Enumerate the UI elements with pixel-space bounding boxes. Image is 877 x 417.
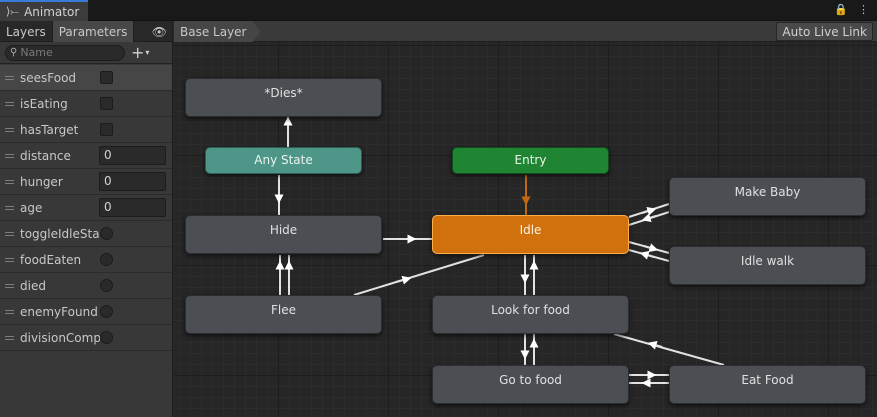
state-entry[interactable]: Entry [452, 147, 609, 174]
parameter-name: age [20, 200, 43, 215]
drag-handle-icon[interactable] [5, 153, 14, 158]
state-machine-graph[interactable]: Base Layer Auto Live Link *Dies* Any Sta… [174, 21, 877, 417]
parameter-row[interactable]: toggleIdleStat [0, 221, 172, 247]
parameter-name: isEating [20, 96, 68, 111]
trigger-radio[interactable] [100, 279, 113, 292]
lock-icon[interactable]: 🔒 [834, 3, 848, 16]
parameter-row[interactable]: died [0, 273, 172, 299]
parameter-name: seesFood [20, 70, 77, 85]
graph-toolbar: Base Layer Auto Live Link [174, 21, 877, 42]
state-idle-walk[interactable]: Idle walk [669, 246, 866, 285]
animator-window-tab[interactable]: ⟩⤚ Animator [0, 0, 88, 21]
float-value-field[interactable]: 0 [99, 198, 166, 217]
state-go-to-food[interactable]: Go to food [432, 365, 629, 404]
tab-layers[interactable]: Layers [0, 21, 53, 42]
parameter-name: enemyFound [20, 304, 98, 319]
state-make-baby[interactable]: Make Baby [669, 177, 866, 216]
tab-parameters[interactable]: Parameters [52, 21, 135, 42]
parameter-name: hunger [20, 174, 63, 189]
state-label: Idle [519, 223, 542, 237]
window-tab-bar: ⟩⤚ Animator 🔒 ⋮ [0, 0, 877, 21]
state-eat-food[interactable]: Eat Food [669, 365, 866, 404]
add-parameter-button[interactable]: + ▾ [131, 42, 150, 62]
parameter-list: seesFood isEating hasTarget distance 0 h… [0, 65, 172, 351]
drag-handle-icon[interactable] [5, 101, 14, 106]
drag-handle-icon[interactable] [5, 205, 14, 210]
left-panel-tabs: Layers Parameters 👁 [0, 21, 172, 42]
plus-icon: + [131, 42, 145, 62]
parameter-row[interactable]: hunger 0 [0, 169, 172, 195]
parameter-row[interactable]: seesFood [0, 65, 172, 91]
parameter-name: hasTarget [20, 122, 79, 137]
parameter-row[interactable]: hasTarget [0, 117, 172, 143]
float-value-field[interactable]: 0 [99, 146, 166, 165]
state-label: Go to food [499, 373, 562, 387]
search-icon: ⚲ [10, 47, 18, 58]
parameter-search-input[interactable]: ⚲ Name [5, 44, 125, 61]
state-label: Make Baby [734, 185, 801, 199]
parameter-name: died [20, 278, 46, 293]
bool-checkbox[interactable] [100, 97, 113, 110]
bool-checkbox[interactable] [100, 71, 113, 84]
drag-handle-icon[interactable] [5, 283, 14, 288]
eye-icon[interactable]: 👁 [151, 24, 167, 39]
parameter-row[interactable]: enemyFound [0, 299, 172, 325]
parameter-search-bar: ⚲ Name + ▾ [0, 42, 172, 64]
transition-flee-idle [353, 254, 485, 296]
parameter-row[interactable]: divisionComp [0, 325, 172, 351]
chevron-down-icon: ▾ [145, 47, 150, 57]
transition-layer [274, 116, 725, 388]
drag-handle-icon[interactable] [5, 257, 14, 262]
parameter-row[interactable]: age 0 [0, 195, 172, 221]
state-label: Eat Food [741, 373, 794, 387]
trigger-radio[interactable] [100, 305, 113, 318]
parameter-name: foodEaten [20, 252, 82, 267]
left-panel: Layers Parameters 👁 ⚲ Name + ▾ seesFood … [0, 21, 173, 417]
bool-checkbox[interactable] [100, 123, 113, 136]
parameter-row[interactable]: foodEaten [0, 247, 172, 273]
parameter-row[interactable]: distance 0 [0, 143, 172, 169]
state-label: Flee [270, 303, 296, 317]
parameter-name: divisionComp [20, 330, 100, 345]
animator-tab-title: Animator [24, 4, 80, 19]
parameter-name: toggleIdleStat [20, 226, 100, 241]
state-any-state[interactable]: Any State [205, 147, 362, 174]
drag-handle-icon[interactable] [5, 335, 14, 340]
state-idle[interactable]: Idle [432, 215, 629, 254]
animator-icon: ⟩⤚ [6, 4, 20, 18]
drag-handle-icon[interactable] [5, 75, 14, 80]
state-dies[interactable]: *Dies* [185, 78, 382, 117]
state-label: Entry [514, 153, 547, 167]
state-label: Look for food [491, 303, 570, 317]
search-placeholder: Name [20, 46, 53, 59]
float-value-field[interactable]: 0 [99, 172, 166, 191]
drag-handle-icon[interactable] [5, 127, 14, 132]
state-label: Hide [269, 223, 298, 237]
state-flee[interactable]: Flee [185, 295, 382, 334]
drag-handle-icon[interactable] [5, 231, 14, 236]
trigger-radio[interactable] [100, 227, 113, 240]
state-label: *Dies* [264, 86, 303, 100]
drag-handle-icon[interactable] [5, 309, 14, 314]
parameter-name: distance [20, 148, 71, 163]
state-label: Idle walk [740, 254, 795, 268]
breadcrumb-base-layer[interactable]: Base Layer [174, 21, 261, 42]
transition-look-eatfood [613, 333, 725, 366]
kebab-menu-icon[interactable]: ⋮ [858, 3, 869, 16]
trigger-radio[interactable] [100, 253, 113, 266]
state-look-for-food[interactable]: Look for food [432, 295, 629, 334]
drag-handle-icon[interactable] [5, 179, 14, 184]
parameter-row[interactable]: isEating [0, 91, 172, 117]
state-label: Any State [254, 153, 313, 167]
state-hide[interactable]: Hide [185, 215, 382, 254]
trigger-radio[interactable] [100, 331, 113, 344]
auto-live-link-button[interactable]: Auto Live Link [776, 22, 873, 41]
